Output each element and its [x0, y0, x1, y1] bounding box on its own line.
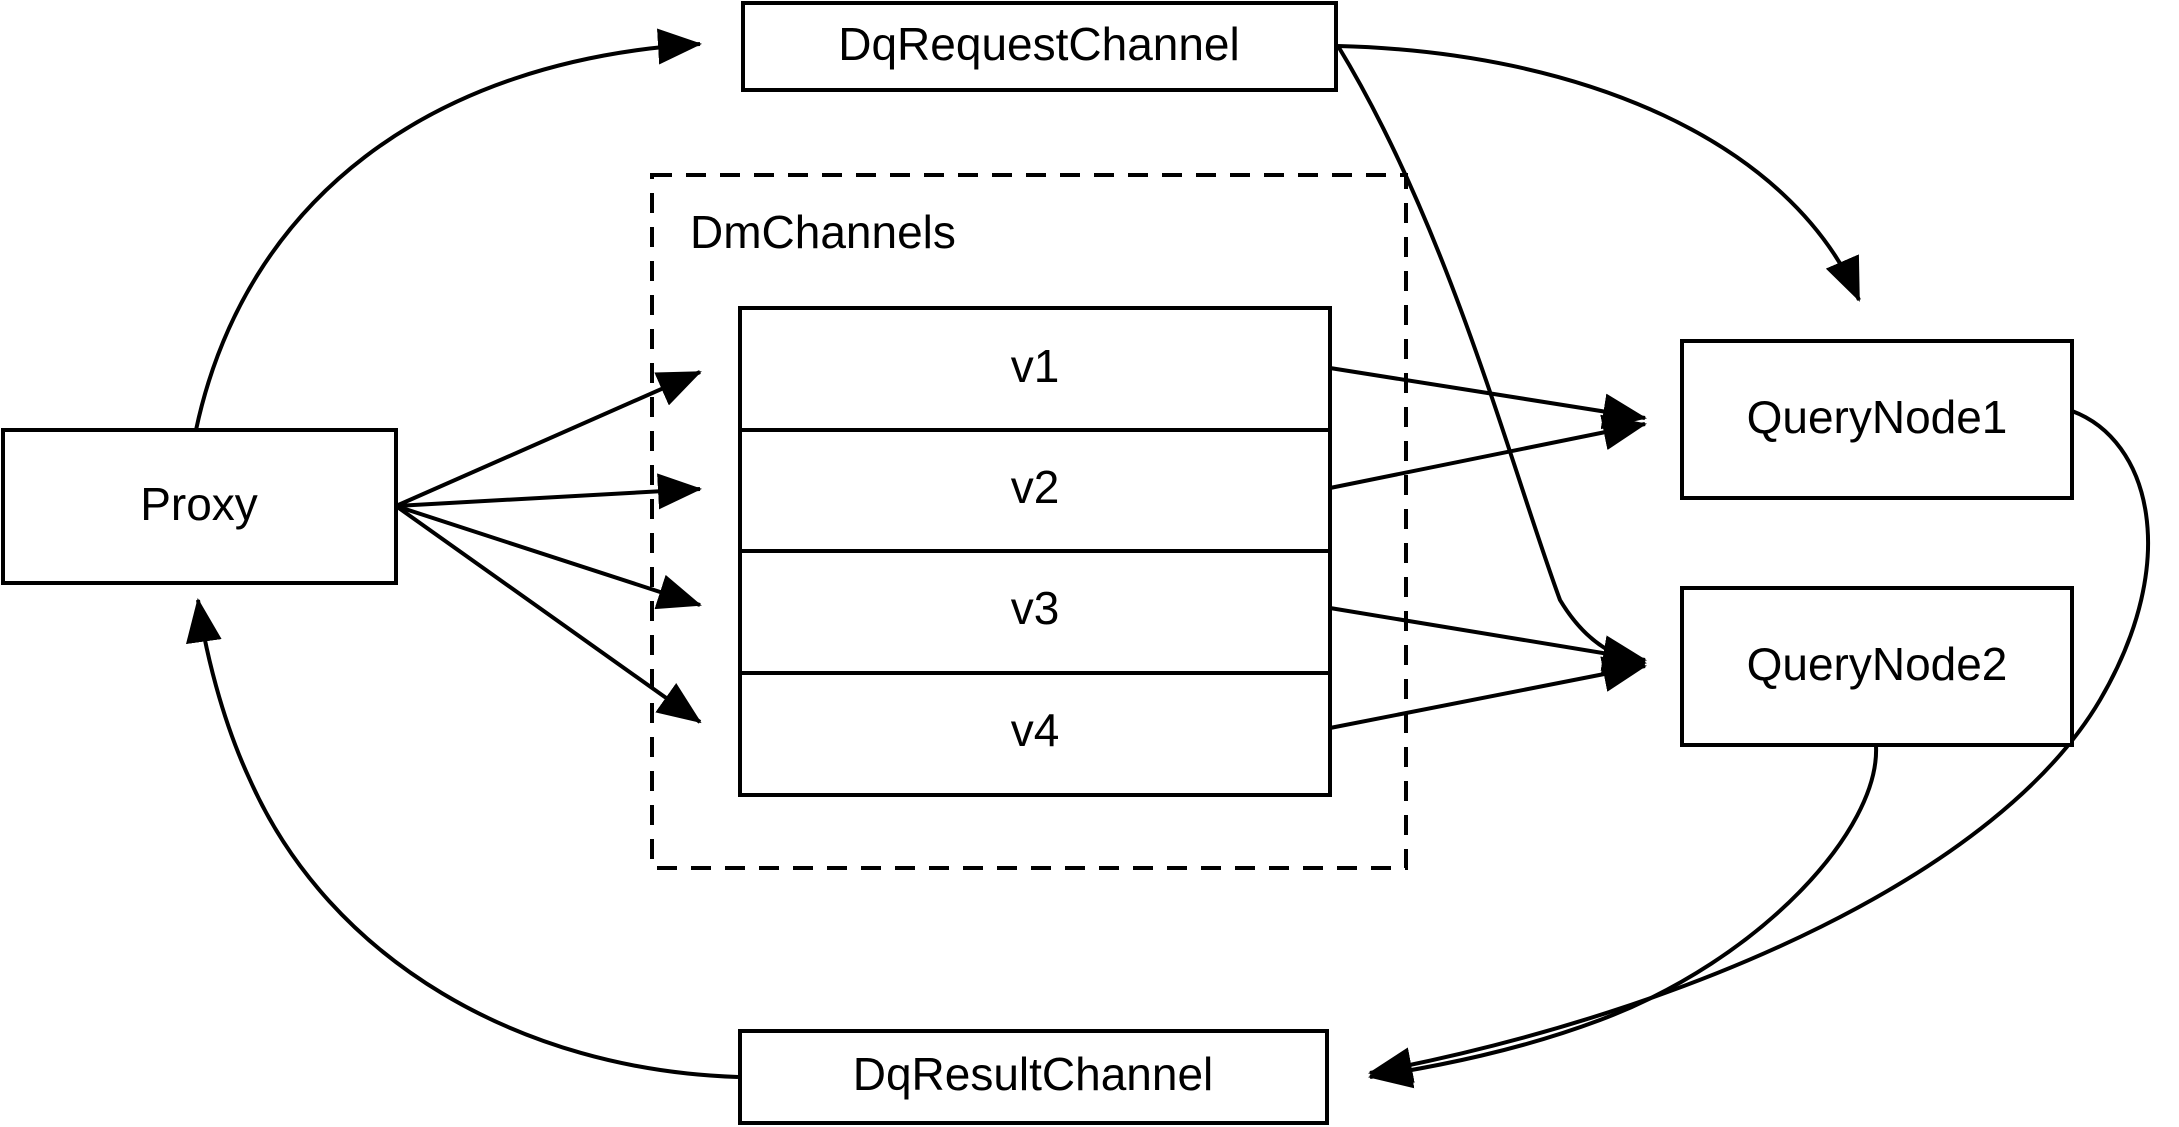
edge-proxy-to-dqrequestchannel: [194, 28, 702, 431]
node-dqresultchannel-box[interactable]: [738, 1029, 1329, 1125]
edge-proxy-to-v4: [394, 504, 702, 724]
shard-label-v2: v2: [1011, 461, 1060, 513]
edge-dqrequestchannel-to-querynode1: [1337, 44, 1861, 302]
edge-v1-to-querynode1: [1329, 366, 1647, 430]
shard-label-v1: v1: [1011, 340, 1060, 392]
edge-querynode1-to-dqresultchannel: [1368, 409, 2151, 1083]
node-querynode2-box[interactable]: [1680, 586, 2074, 747]
edge-v2-to-querynode1: [1329, 414, 1647, 490]
edge-proxy-to-v1: [395, 370, 702, 508]
node-proxy-box[interactable]: [1, 428, 398, 585]
shard-label-v4: v4: [1011, 704, 1060, 756]
dmchannels-group-label: DmChannels: [690, 206, 956, 258]
edge-proxy-to-v3: [395, 504, 702, 610]
edge-querynode2-to-dqresultchannel: [1368, 745, 1879, 1089]
node-proxy-label: Proxy: [140, 478, 258, 530]
edge-dqresultchannel-to-proxy: [186, 598, 739, 1079]
edge-dqrequestchannel-to-querynode2: [1336, 44, 1647, 675]
edge-v3-to-querynode2: [1329, 606, 1647, 671]
node-querynode1-label: QueryNode1: [1747, 391, 2008, 443]
dmchannels-group-box: [650, 173, 1408, 870]
edge-v4-to-querynode2: [1329, 656, 1647, 730]
shard-label-v3: v3: [1011, 582, 1060, 634]
node-querynode2-label: QueryNode2: [1747, 638, 2008, 690]
node-dqrequestchannel-box[interactable]: [741, 1, 1338, 92]
node-dqresultchannel-label: DqResultChannel: [853, 1048, 1214, 1100]
edge-proxy-to-v2: [395, 473, 702, 510]
node-querynode1-box[interactable]: [1680, 339, 2074, 500]
node-dqrequestchannel-label: DqRequestChannel: [838, 18, 1240, 70]
